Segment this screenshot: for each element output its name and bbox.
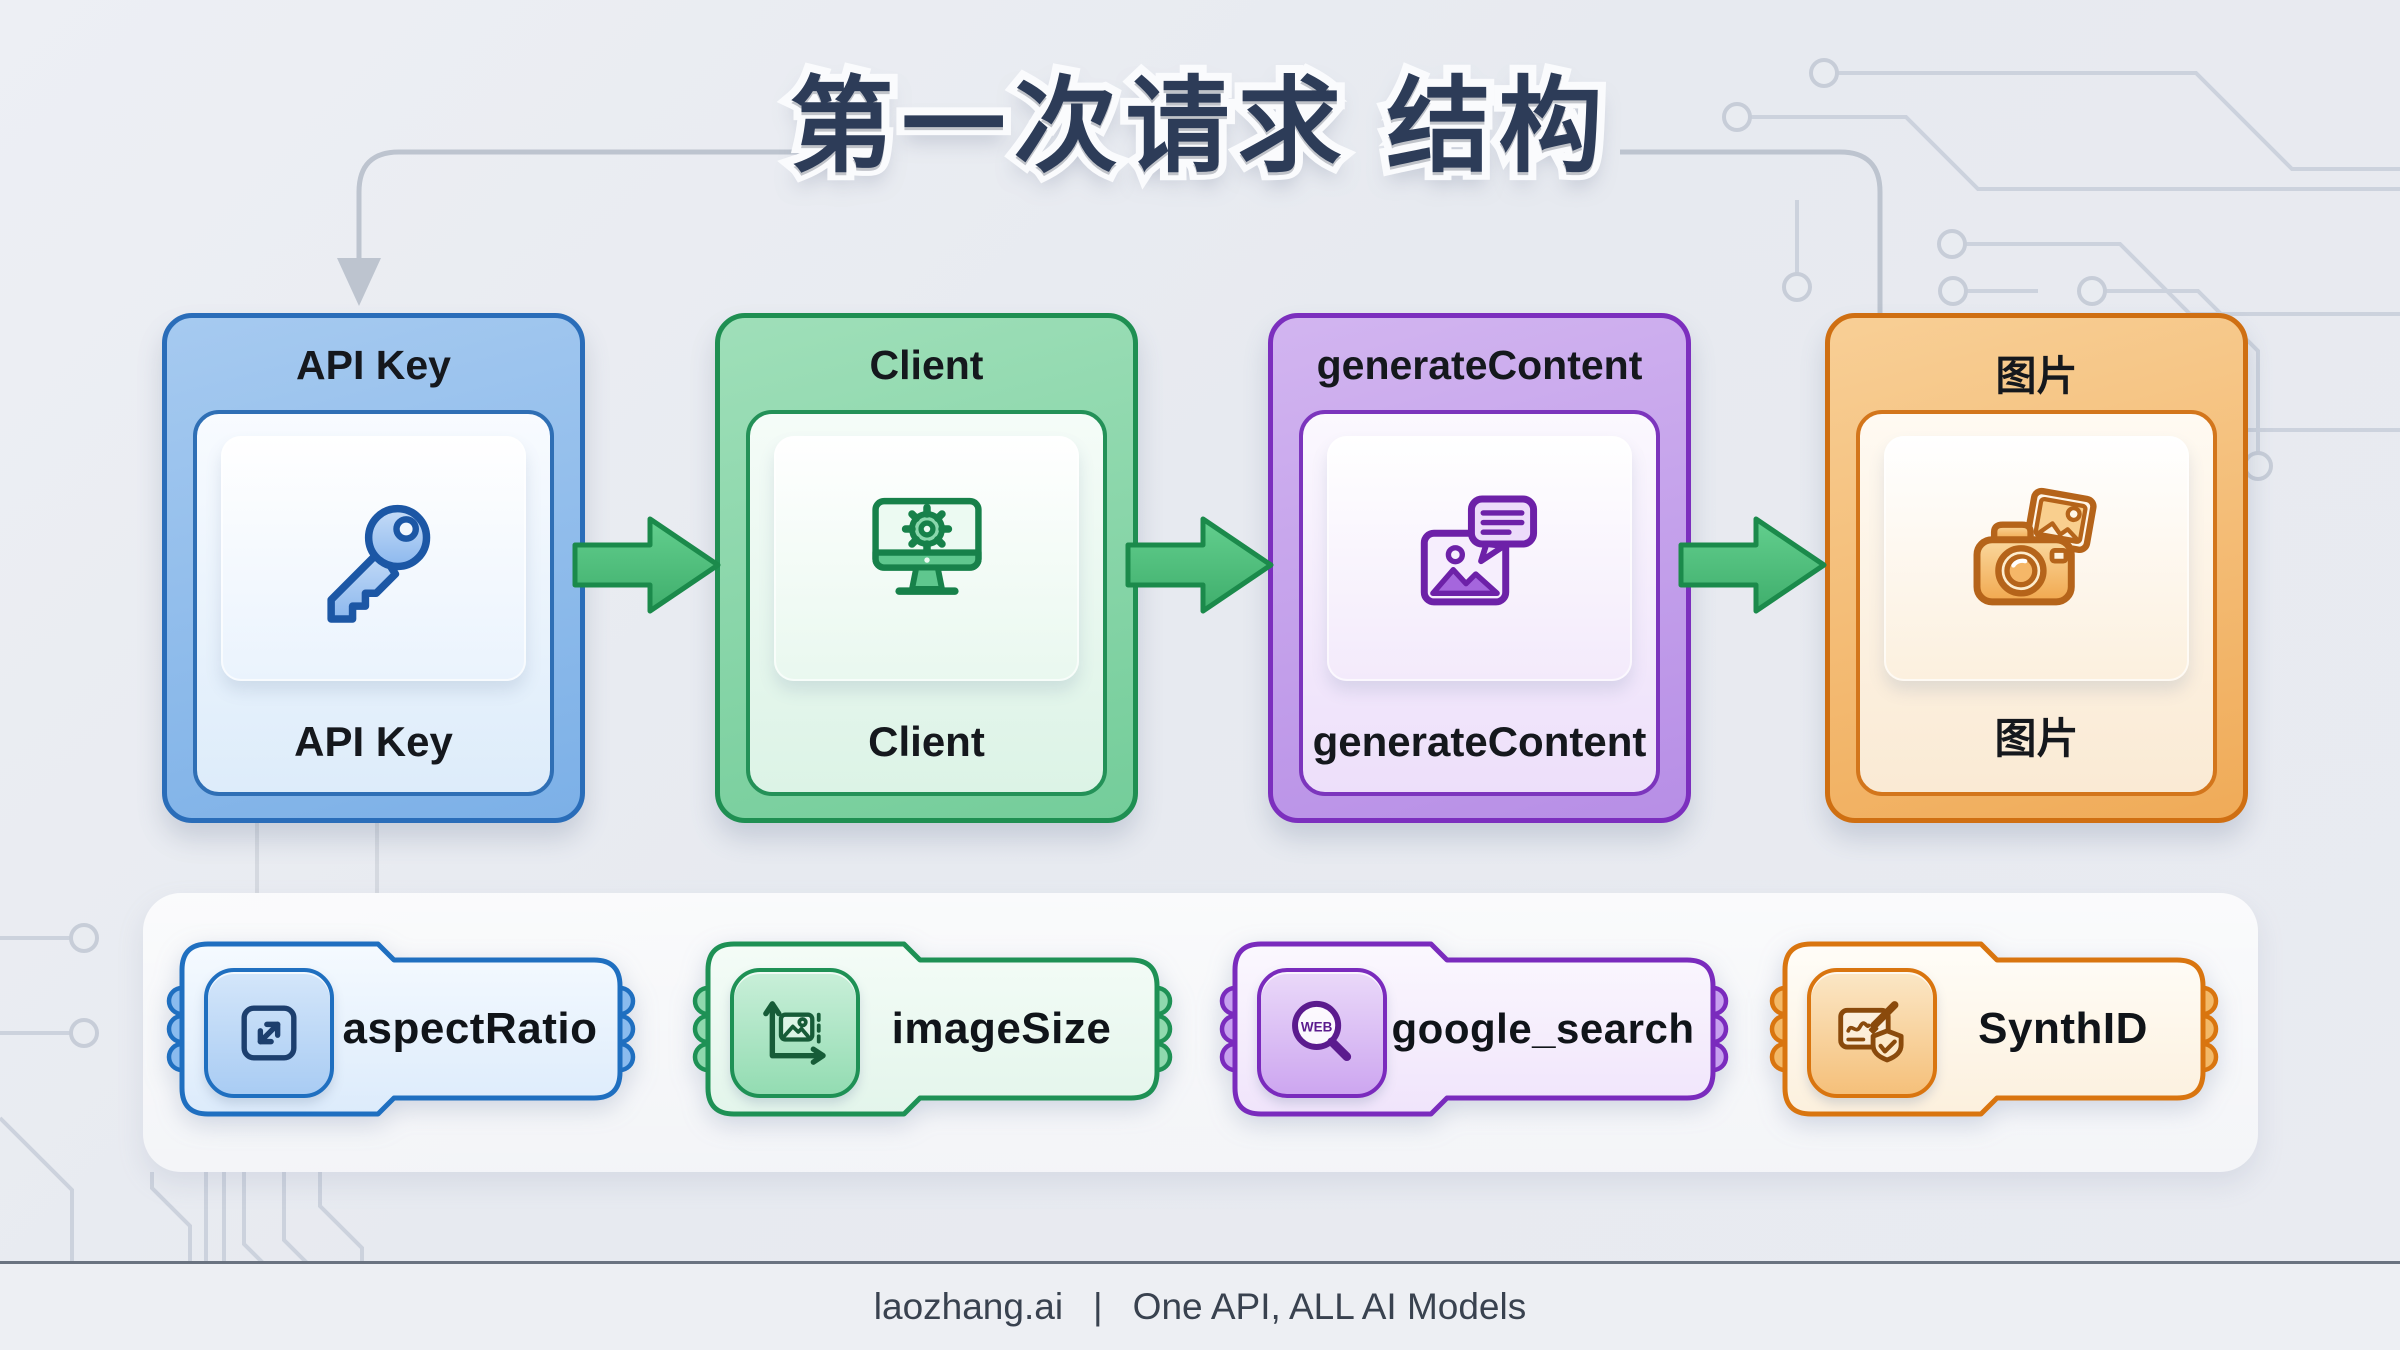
chip-google-search: WEB google_search [1219, 941, 1729, 1117]
footer-brand: laozhang.ai [873, 1286, 1064, 1327]
card-header: API Key [296, 342, 451, 388]
page-title: 第一次请求 结构 第一次请求 结构 [782, 62, 1611, 193]
card-inner: 图片 [1856, 410, 2217, 796]
flow-card-image-output: 图片 [1825, 313, 2248, 823]
chip-aspectratio: aspectRatio [166, 941, 636, 1117]
monitor-gear-icon [774, 436, 1079, 681]
footer: laozhang.ai | One API, ALL AI Models [0, 1264, 2400, 1350]
card-label: Client [868, 718, 985, 765]
card-label: generateContent [1312, 718, 1647, 765]
card-inner: Client [746, 410, 1107, 796]
chip-label: SynthID [1978, 1004, 2148, 1053]
card-inner: API Key [193, 410, 554, 796]
aspect-ratio-icon [204, 968, 334, 1098]
camera-photo-icon [1884, 436, 2189, 681]
flow-arrow [1678, 516, 1827, 614]
footer-divider [0, 1261, 2400, 1264]
footer-separator: | [1093, 1286, 1103, 1327]
image-chat-icon [1327, 436, 1632, 681]
title-connectors [356, 149, 1883, 318]
footer-tagline: One API, ALL AI Models [1132, 1286, 1527, 1327]
signature-shield-icon [1807, 968, 1937, 1098]
connector-arrowhead [337, 258, 381, 306]
svg-text:WEB: WEB [1301, 1019, 1333, 1034]
page-title-text: 第一次请求 结构 [789, 69, 1611, 185]
key-icon [221, 436, 526, 681]
image-size-icon [730, 968, 860, 1098]
chip-label: google_search [1391, 1005, 1695, 1052]
card-inner: generateContent [1299, 410, 1660, 796]
page-title-wrap: 第一次请求 结构 第一次请求 结构 [0, 62, 2400, 193]
page-title-outline: 第一次请求 结构 [782, 62, 1611, 193]
card-header: generateContent [1316, 342, 1643, 388]
flow-card-api-key: API Key API Key [162, 313, 585, 823]
card-header: Client [869, 342, 984, 388]
flow-arrow [572, 516, 721, 614]
flow-card-generatecontent: generateContent generateContent [1268, 313, 1691, 823]
flow-card-client: Client [715, 313, 1138, 823]
chip-imagesize: imageSize [692, 941, 1173, 1117]
web-search-icon: WEB [1257, 968, 1387, 1098]
chip-label: aspectRatio [342, 1004, 598, 1053]
card-label: API Key [294, 718, 453, 765]
card-header: 图片 [1995, 353, 2078, 399]
chip-synthid: SynthID [1769, 941, 2219, 1117]
card-label: 图片 [1994, 715, 2079, 762]
flow-arrow [1125, 516, 1274, 614]
chip-label: imageSize [891, 1004, 1112, 1053]
